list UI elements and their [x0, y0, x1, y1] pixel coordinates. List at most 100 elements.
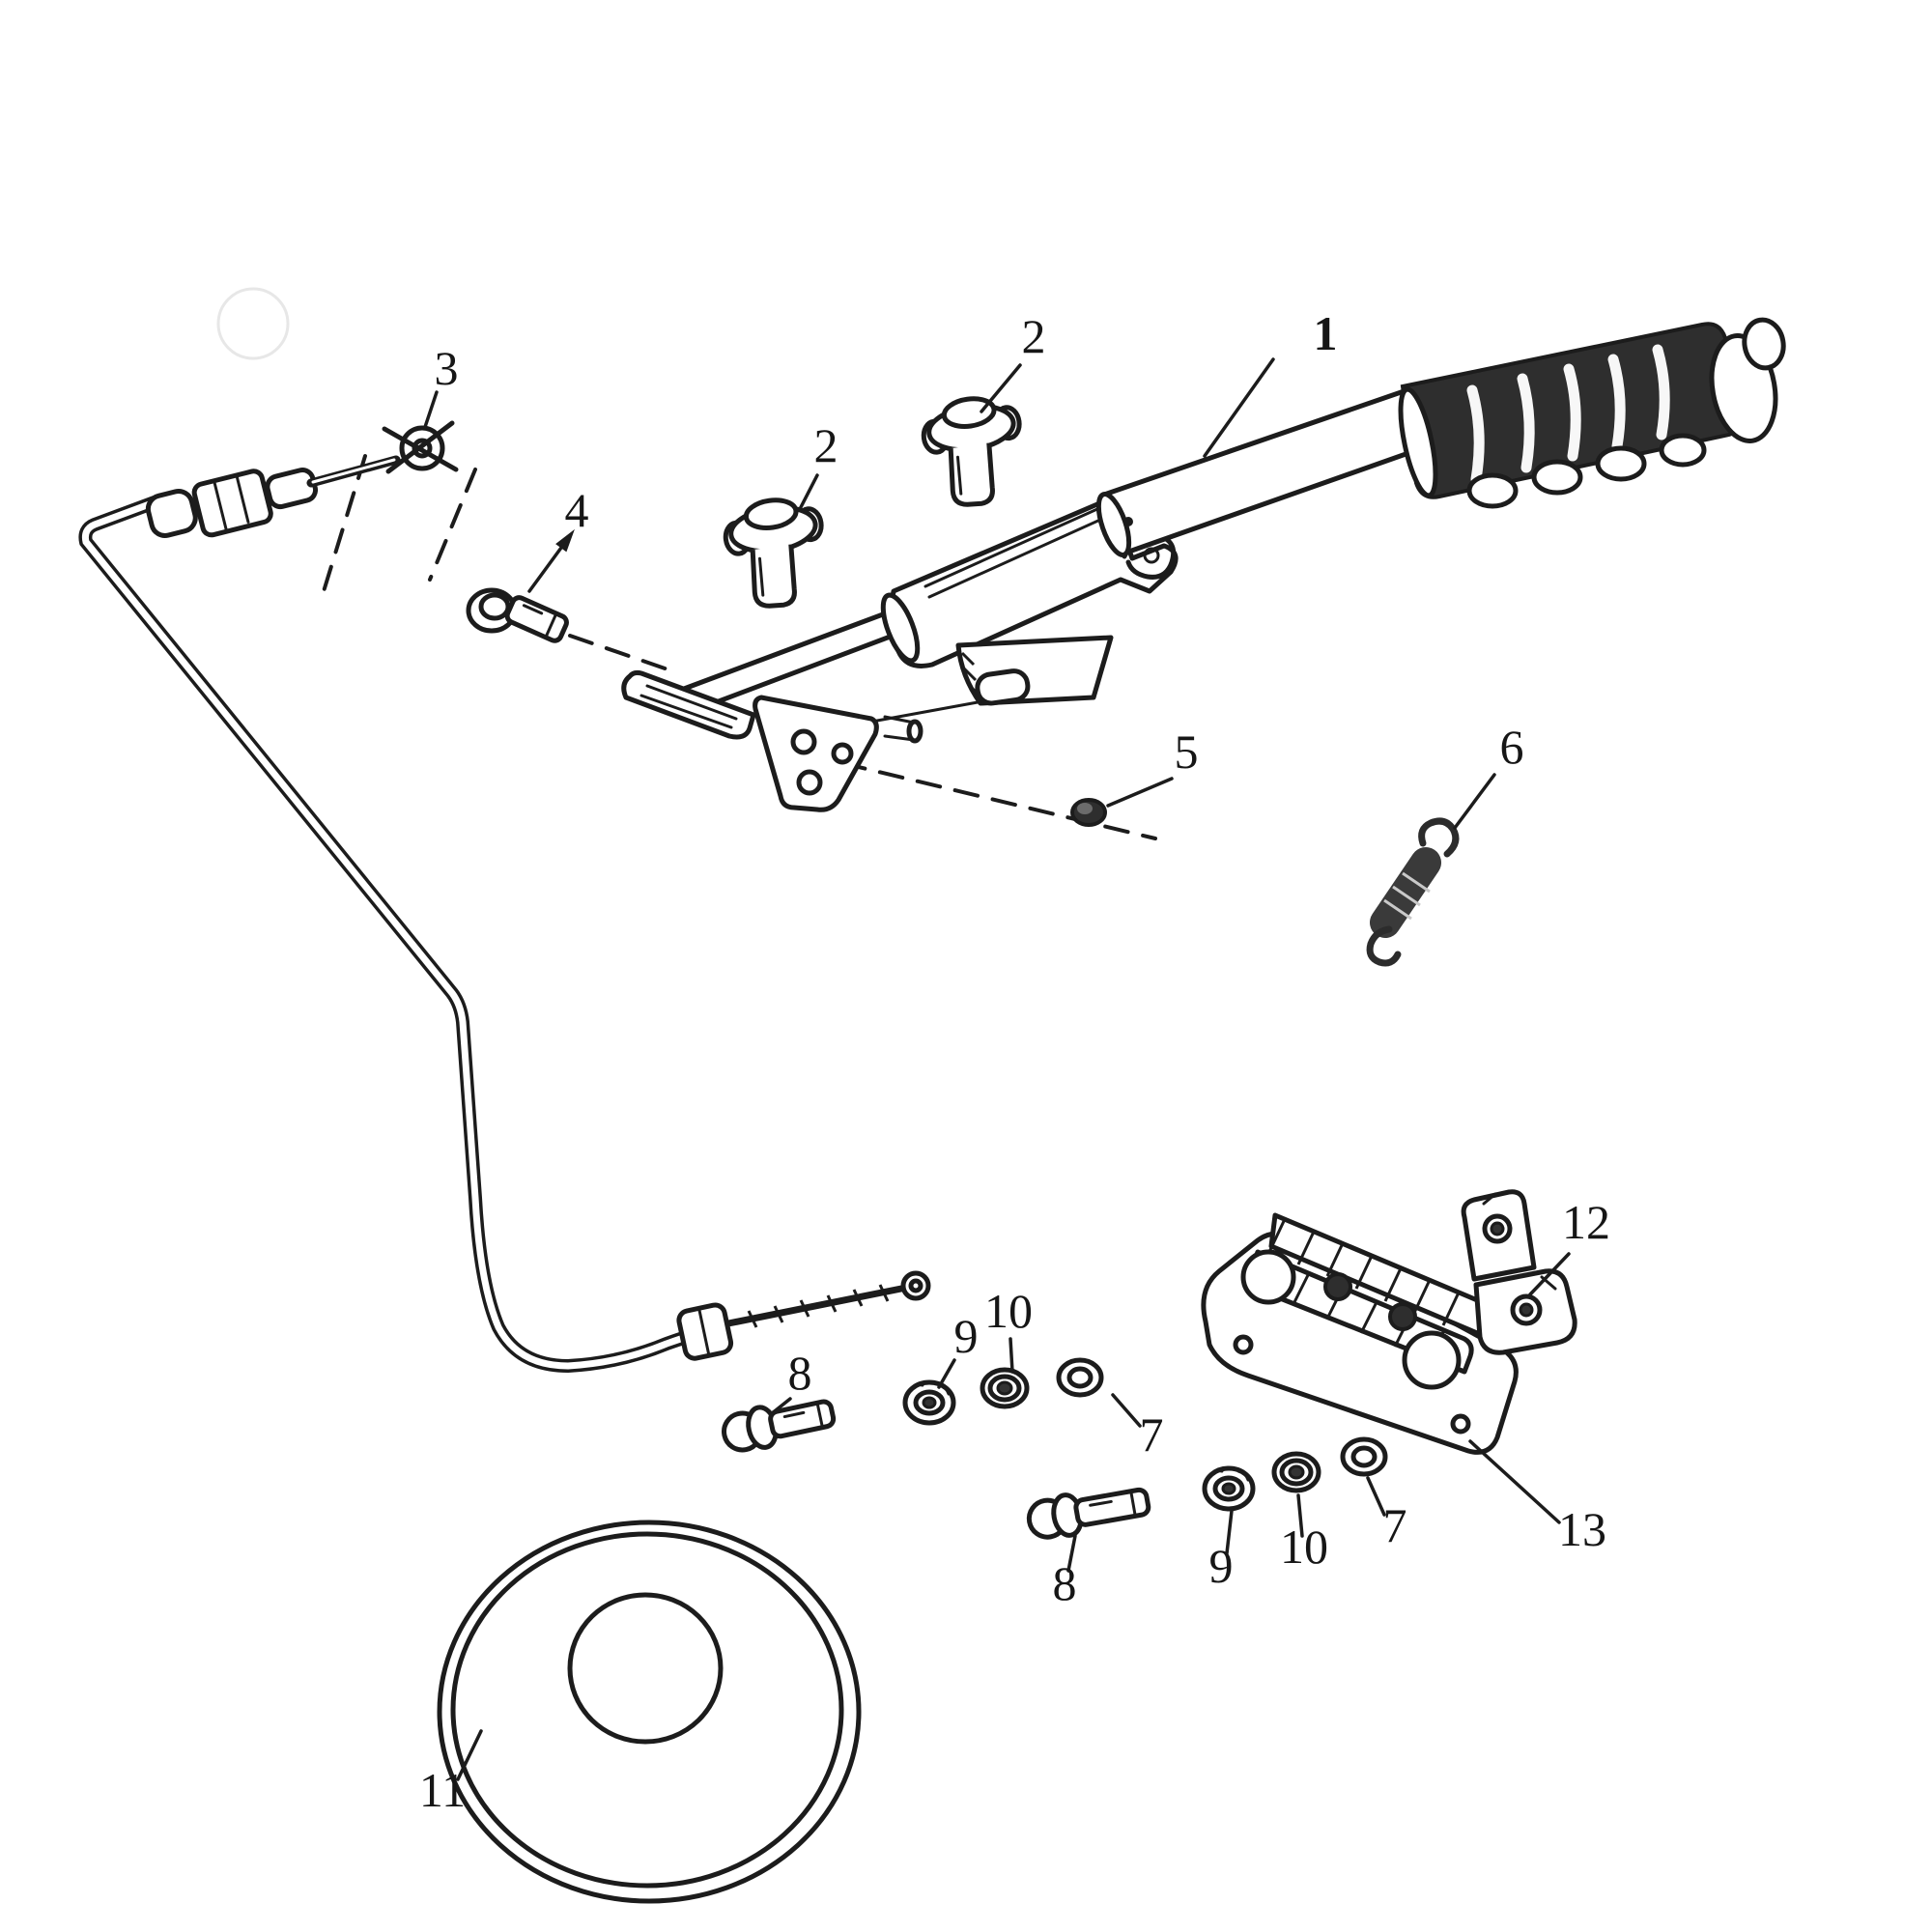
return-spring-6-detail	[1418, 817, 1460, 858]
upper-bar-hatch-detail	[1325, 1242, 1345, 1277]
nut-9a-detail	[922, 1396, 937, 1409]
bracket-hole	[831, 742, 854, 765]
spring-anchor-pin	[906, 719, 923, 744]
bolt-head	[743, 497, 799, 530]
washer-7a	[1056, 1357, 1104, 1398]
adjuster-link	[265, 468, 319, 510]
pivot-bracket	[753, 695, 923, 812]
disc-center-hole	[567, 1592, 724, 1745]
dashed-guide-lines-detail	[428, 468, 477, 582]
brake-cable	[78, 420, 931, 1374]
return-spring-6-detail	[1392, 885, 1421, 907]
return-spring-6-detail	[1402, 871, 1431, 894]
lock-nut-5-detail	[1077, 803, 1093, 814]
adjuster-hex-sleeve	[191, 469, 273, 538]
callout-10b-leader-line	[1296, 1493, 1304, 1538]
lock-nut-5	[1070, 798, 1107, 827]
pawl-rod	[923, 502, 1110, 588]
brake-cable-detail	[908, 1278, 923, 1293]
caliper-arm-12-detail	[1482, 1192, 1497, 1206]
nut-9a	[902, 1379, 956, 1426]
hand-brake-lever-1-detail	[975, 668, 1031, 706]
callout-label-2a: 2	[814, 418, 838, 472]
bolt-shank	[750, 544, 797, 609]
plate-hole	[1450, 1413, 1471, 1435]
disc-inner-edge	[450, 1531, 844, 1889]
hand-brake-lever-1-detail	[1517, 373, 1535, 473]
pivot-bracket-detail	[753, 695, 879, 812]
tube-hole-dot	[1123, 517, 1133, 526]
thread-ticks	[747, 1284, 890, 1328]
faint-circle-mark	[216, 287, 290, 360]
brake-cable-detail	[676, 1302, 734, 1361]
lower-bar-hatch-detail	[1292, 1272, 1311, 1305]
lever-strap-end	[621, 669, 756, 740]
caliper-piston	[1402, 1330, 1462, 1390]
callout-2a-leader-line	[798, 473, 819, 511]
cable-threaded-rod	[724, 1285, 905, 1327]
callout-label-9b: 9	[1209, 1539, 1234, 1593]
return-spring-6-detail	[1366, 925, 1402, 967]
callout-10a-leader-line	[1009, 1337, 1014, 1374]
bolt-8b-detail	[1089, 1499, 1113, 1507]
cable-housing-outline	[78, 496, 702, 1374]
brake-cable-detail	[265, 468, 319, 510]
callout-11-leader-line	[456, 1729, 483, 1781]
dashed-guide-lines-detail	[319, 454, 367, 603]
callout-label-9a: 9	[954, 1309, 979, 1363]
hand-brake-lever-1-detail	[1563, 363, 1581, 462]
sector-pin	[975, 668, 1031, 706]
callout-9b-leader-line	[1225, 1509, 1234, 1555]
callout-5-leader-line	[1106, 777, 1174, 808]
bolt-head	[941, 396, 997, 429]
upper-bar-hatch-detail	[1296, 1231, 1316, 1265]
nut-9b-detail	[1221, 1482, 1236, 1495]
hand-brake-lever-1-detail	[1607, 354, 1626, 452]
lever-arm-lower-edge	[685, 627, 911, 716]
callout-8a-leader-line	[769, 1397, 792, 1416]
callout-label-7a: 7	[1140, 1407, 1164, 1462]
callout-13-leader-line	[1468, 1439, 1561, 1524]
upper-bar-hatch-detail	[1412, 1279, 1432, 1314]
handle-tube	[1101, 385, 1431, 556]
bolt-8a	[722, 1399, 837, 1453]
flange-bolt-2a	[723, 497, 824, 609]
release-button	[1742, 317, 1786, 371]
hand-brake-lever-1-detail	[1652, 344, 1670, 440]
callout-8b-leader-line	[1066, 1534, 1077, 1573]
caliper-bolt-head	[1388, 1302, 1417, 1331]
washer-7b	[1340, 1436, 1388, 1477]
brake-disc-11	[437, 1520, 862, 1904]
callout-label-2b: 2	[1022, 309, 1046, 363]
caliper-assembly	[1201, 1189, 1577, 1455]
callout-label-10b: 10	[1280, 1520, 1328, 1574]
flange-bolt-2b	[921, 396, 1022, 507]
washer-10a-detail	[996, 1380, 1013, 1396]
bolt-8b-detail	[1073, 1487, 1151, 1527]
grip-finger-scallops-detail	[1466, 472, 1519, 509]
pivot-bolt-4-detail	[504, 595, 569, 643]
plate-hole	[1233, 1334, 1254, 1355]
brake-cable-detail-detail	[697, 1308, 711, 1355]
lever-body-end	[880, 592, 921, 664]
return-spring-6-detail	[1370, 847, 1441, 938]
callout-7b-leader-line	[1366, 1476, 1386, 1517]
brake-cable-detail-detail	[213, 481, 228, 531]
caliper-piston	[1240, 1249, 1296, 1305]
callout-label-3: 3	[435, 341, 459, 395]
callout-label-5: 5	[1175, 724, 1199, 779]
callout-label-8a: 8	[788, 1346, 812, 1400]
callout-6-leader-line	[1453, 773, 1496, 830]
thread-ticks-detail	[747, 1310, 758, 1328]
callout-12-leader-line	[1528, 1252, 1571, 1296]
upper-bar-hatch-detail	[1383, 1267, 1403, 1302]
callout-7a-leader-line	[1111, 1393, 1142, 1428]
bracket-hole	[790, 728, 817, 755]
brake-cable-detail-detail	[235, 473, 250, 524]
bolt-8b	[1026, 1487, 1151, 1540]
callout-1-leader-line	[1203, 357, 1275, 458]
hand-brake-lever-1-detail	[1143, 547, 1160, 564]
thread-ticks-detail	[878, 1284, 890, 1302]
bolt-head	[478, 592, 511, 621]
